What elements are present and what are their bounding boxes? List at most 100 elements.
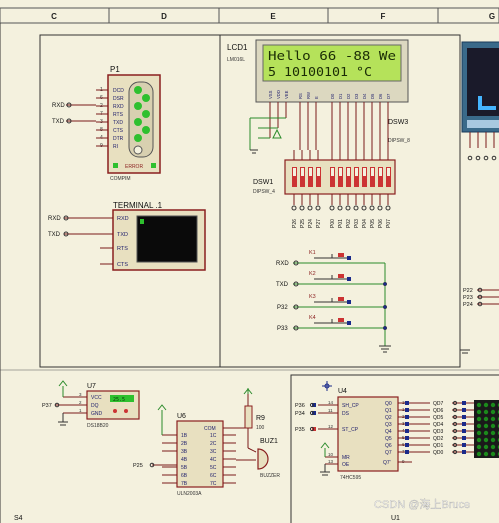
u4-output-net: QD4 <box>433 422 444 428</box>
r9-resistor[interactable]: R9 100 <box>243 388 265 448</box>
u6-input-label: 7B <box>181 481 188 487</box>
dsw3-ref: DSW3 <box>388 119 408 126</box>
lcd1-display[interactable]: LCD1 LM016L Hello 66 -88 We 5 10100101 °… <box>227 39 409 154</box>
dsw3-part: DIPSW_8 <box>388 138 410 144</box>
p1-ref: P1 <box>110 65 120 74</box>
u6-uln2003a-driver[interactable]: U6 1B 2B 3B 4B 5B 6B 7B COM 1C 2C 3C 4C … <box>133 404 248 497</box>
p1-pin-label: TXD <box>113 120 123 126</box>
lcd-pin-label: VEE <box>284 90 289 99</box>
key-net: P32 <box>277 305 288 311</box>
u6-output-label: 3C <box>210 449 217 455</box>
u6-output-label: 4C <box>210 457 217 463</box>
p1-pin-label: RXD <box>113 104 124 110</box>
terminal-net-txd: TXD <box>48 232 61 238</box>
u4-output-net: QD2 <box>433 436 444 442</box>
terminal-pin-label: TXD <box>117 232 128 238</box>
right-net-label: P24 <box>463 302 473 308</box>
u7-pin-label: GND <box>91 411 103 417</box>
u4-ref: U4 <box>338 388 347 395</box>
u6-output-label: 5C <box>210 465 217 471</box>
lcd-pin-label: D0 <box>330 93 335 99</box>
p1-compim[interactable]: P1 DCD DSR RXD RTS TXD CTS DTR RI 1 6 2 <box>52 65 161 182</box>
r9-ref: R9 <box>256 415 265 422</box>
u7-ds18b20-sensor[interactable]: U7 VCC DQ GND 25.5 3 2 1 P37 DS18B20 <box>42 380 140 429</box>
column-ruler: C D E F G <box>0 7 499 24</box>
u4-left-pin-number: 11 <box>328 408 333 413</box>
u4-right-pin: Q7 <box>385 450 392 456</box>
p1-status-square-left <box>113 163 118 168</box>
key-net: P33 <box>277 326 288 332</box>
u6-input-label: 1B <box>181 433 188 439</box>
dsw3-dip-switch[interactable]: DSW3 DIPSW_8 <box>388 119 410 144</box>
u4-left-pin-number: 10 <box>328 452 334 457</box>
dsw3-net-label: P06 <box>378 219 384 228</box>
dsw1-dip-switch[interactable]: DSW1 DIPSW_4 <box>253 179 275 195</box>
u4-left-pin-number: 12 <box>328 424 334 429</box>
lcd-pin-labels: VSS VDD VEE RS RW E D0 D1 D2 D3 D4 D5 D6… <box>268 90 391 99</box>
u4-output-net: QD3 <box>433 429 444 435</box>
key-ref: K4 <box>309 315 316 321</box>
u4-left-pin: OE <box>342 462 350 468</box>
column-label-d: D <box>161 12 167 21</box>
u4-output-net: QD1 <box>433 443 444 449</box>
u6-com-label: COM <box>204 426 216 432</box>
buzzer-ref: BUZ1 <box>260 438 278 445</box>
u4-output-net: QD5 <box>433 415 444 421</box>
p1-pin-numbers: 1 6 2 7 3 8 4 9 <box>100 87 103 149</box>
r9-value: 100 <box>256 425 265 431</box>
lcd-screen <box>262 44 402 82</box>
dsw1-net-label: P26 <box>292 219 298 228</box>
u4-74hc595-shift-register[interactable]: U4 SH_CP DS ST_CP MR OE Q0 Q1 Q2 Q3 Q4 Q… <box>295 381 444 481</box>
key-net: TXD <box>276 282 289 288</box>
u4-output-net: QD0 <box>433 450 444 456</box>
u6-part: ULN2003A <box>177 491 202 497</box>
key-ref: K2 <box>309 271 316 277</box>
lcd-pin-label: D3 <box>354 93 359 99</box>
lcd-pin-label: D6 <box>378 93 383 99</box>
push-button-contacts[interactable] <box>314 254 350 324</box>
lcd-pin-label: D7 <box>386 93 391 99</box>
led-matrix-partial[interactable] <box>452 400 499 458</box>
p1-pin-label: RTS <box>113 112 124 118</box>
dip-switch-toggles[interactable] <box>292 167 391 187</box>
lcd-pin-label: VDD <box>276 90 281 99</box>
p1-pin-label: DCD <box>113 88 124 94</box>
u7-pin-number: 1 <box>79 408 82 413</box>
u6-output-label: 2C <box>210 441 217 447</box>
u4-left-pin: ST_CP <box>342 427 359 433</box>
u6-input-label: 2B <box>181 441 188 447</box>
terminal-net-rxd: RXD <box>48 216 61 222</box>
u7-net: P37 <box>42 403 52 409</box>
u6-input-label: 6B <box>181 473 188 479</box>
u4-right-pin: Q3 <box>385 422 392 428</box>
u7-pin-label: VCC <box>91 395 102 401</box>
dip-switch-body[interactable]: P26 P25 P24 P27 P00 P01 P02 P03 P04 P05 … <box>284 150 396 228</box>
u4-right-pin: Q0 <box>385 401 392 407</box>
key-ref: K3 <box>309 294 316 300</box>
u4-left-pin: MR <box>342 455 350 461</box>
right-net-label: P23 <box>463 295 473 301</box>
dsw1-ref: DSW1 <box>253 179 273 186</box>
dsw1-part: DIPSW_4 <box>253 189 275 195</box>
u6-output-label: 7C <box>210 481 217 487</box>
p1-pin-label: RI <box>113 144 118 150</box>
seven-segment-display-partial[interactable] <box>461 41 499 161</box>
u4-right-pin: Q7' <box>383 460 391 466</box>
virtual-terminal[interactable]: TERMINAL .1 RXD TXD RTS CTS RXD TXD <box>48 201 206 271</box>
dsw3-net-label: P02 <box>346 219 352 228</box>
push-buttons[interactable]: K1 K2 K3 K4 RXD TXD P32 P33 <box>276 250 391 353</box>
u4-left-pin-number: 14 <box>328 400 334 405</box>
terminal-screen[interactable] <box>136 215 198 263</box>
u7-temperature-readout[interactable] <box>110 395 134 402</box>
lcd-pin-label: RS <box>298 93 303 99</box>
key-net: RXD <box>276 261 289 267</box>
column-label-c: C <box>51 12 57 21</box>
dsw3-net-label: P03 <box>354 219 360 228</box>
buz1-buzzer[interactable]: BUZ1 BUZZER <box>236 438 280 479</box>
u6-input-label: 5B <box>181 465 188 471</box>
dsw1-net-label: P24 <box>308 219 314 228</box>
dsw3-net-label: P07 <box>386 219 392 228</box>
right-net-label: P22 <box>463 288 473 294</box>
right-edge-nets: P22 P23 P24 <box>460 287 499 354</box>
